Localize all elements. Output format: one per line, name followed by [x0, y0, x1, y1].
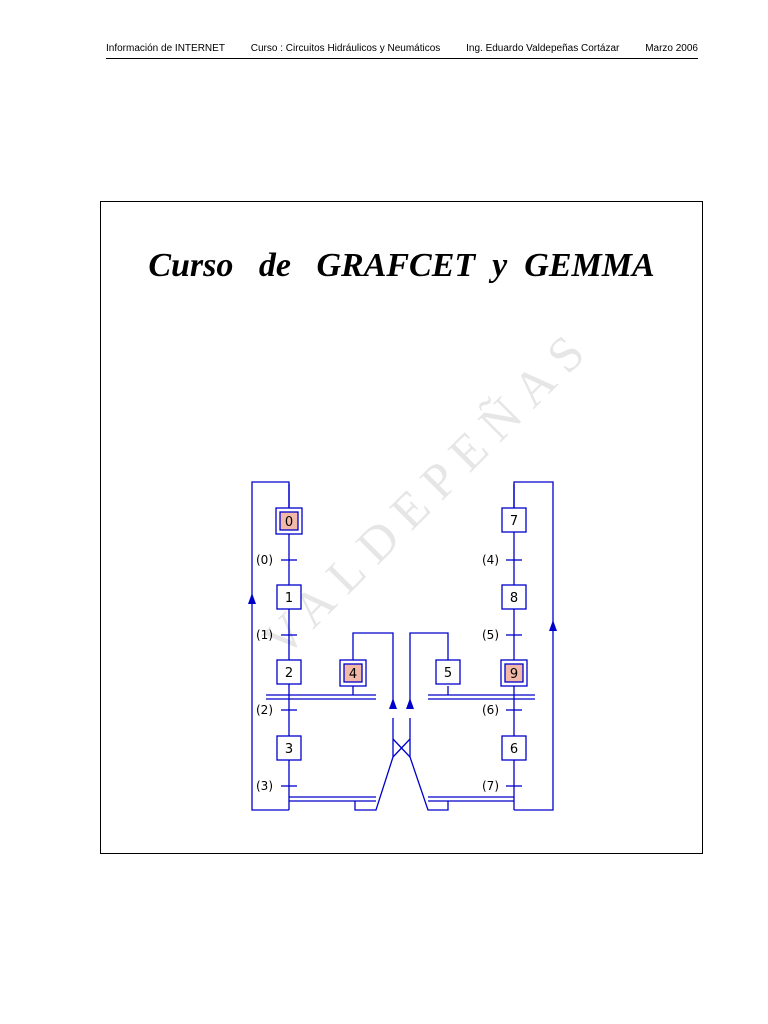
step-1: 1	[276, 584, 302, 610]
header-author: Ing. Eduardo Valdepeñas Cortázar	[466, 43, 620, 54]
svg-text:3: 3	[285, 742, 293, 757]
arrow-up-icon	[549, 620, 557, 631]
svg-text:9: 9	[510, 667, 518, 682]
svg-text:2: 2	[285, 666, 293, 681]
step-6: 6	[501, 735, 527, 761]
page-header: Información de INTERNET Curso : Circuito…	[106, 42, 698, 59]
arrow-up-icon	[406, 698, 414, 709]
transition-label: (0)	[256, 553, 273, 567]
header-source: Información de INTERNET	[106, 43, 225, 54]
svg-text:1: 1	[285, 591, 293, 606]
header-course: Curso : Circuitos Hidráulicos y Neumátic…	[250, 43, 441, 54]
svg-text:6: 6	[510, 742, 518, 757]
step-2: 2	[276, 659, 302, 685]
header-date: Marzo 2006	[645, 43, 698, 54]
svg-text:4: 4	[349, 667, 357, 682]
transition-label: (3)	[256, 779, 273, 793]
grafcet-diagram: 0 1 2 3 4 5 6 7 8 9 (0) (1) (2) (3)	[248, 481, 557, 811]
transition-label: (4)	[482, 553, 499, 567]
step-3: 3	[276, 735, 302, 761]
step-5: 5	[435, 659, 461, 685]
arrow-up-icon	[389, 698, 397, 709]
transition-label: (5)	[482, 628, 499, 642]
step-7: 7	[501, 507, 527, 533]
cover-frame: Curso de GRAFCET y GEMMA	[100, 201, 703, 854]
svg-text:0: 0	[285, 515, 293, 530]
transition-label: (2)	[256, 703, 273, 717]
svg-text:5: 5	[444, 666, 452, 681]
arrow-up-icon	[248, 593, 256, 604]
svg-text:7: 7	[510, 514, 518, 529]
transition-label: (7)	[482, 779, 499, 793]
transition-label: (6)	[482, 703, 499, 717]
transition-label: (1)	[256, 628, 273, 642]
step-4: 4	[339, 659, 367, 687]
step-8: 8	[501, 584, 527, 610]
step-0: 0	[275, 507, 303, 535]
svg-text:8: 8	[510, 591, 518, 606]
step-9: 9	[500, 659, 528, 687]
cover-title: Curso de GRAFCET y GEMMA	[148, 247, 655, 284]
